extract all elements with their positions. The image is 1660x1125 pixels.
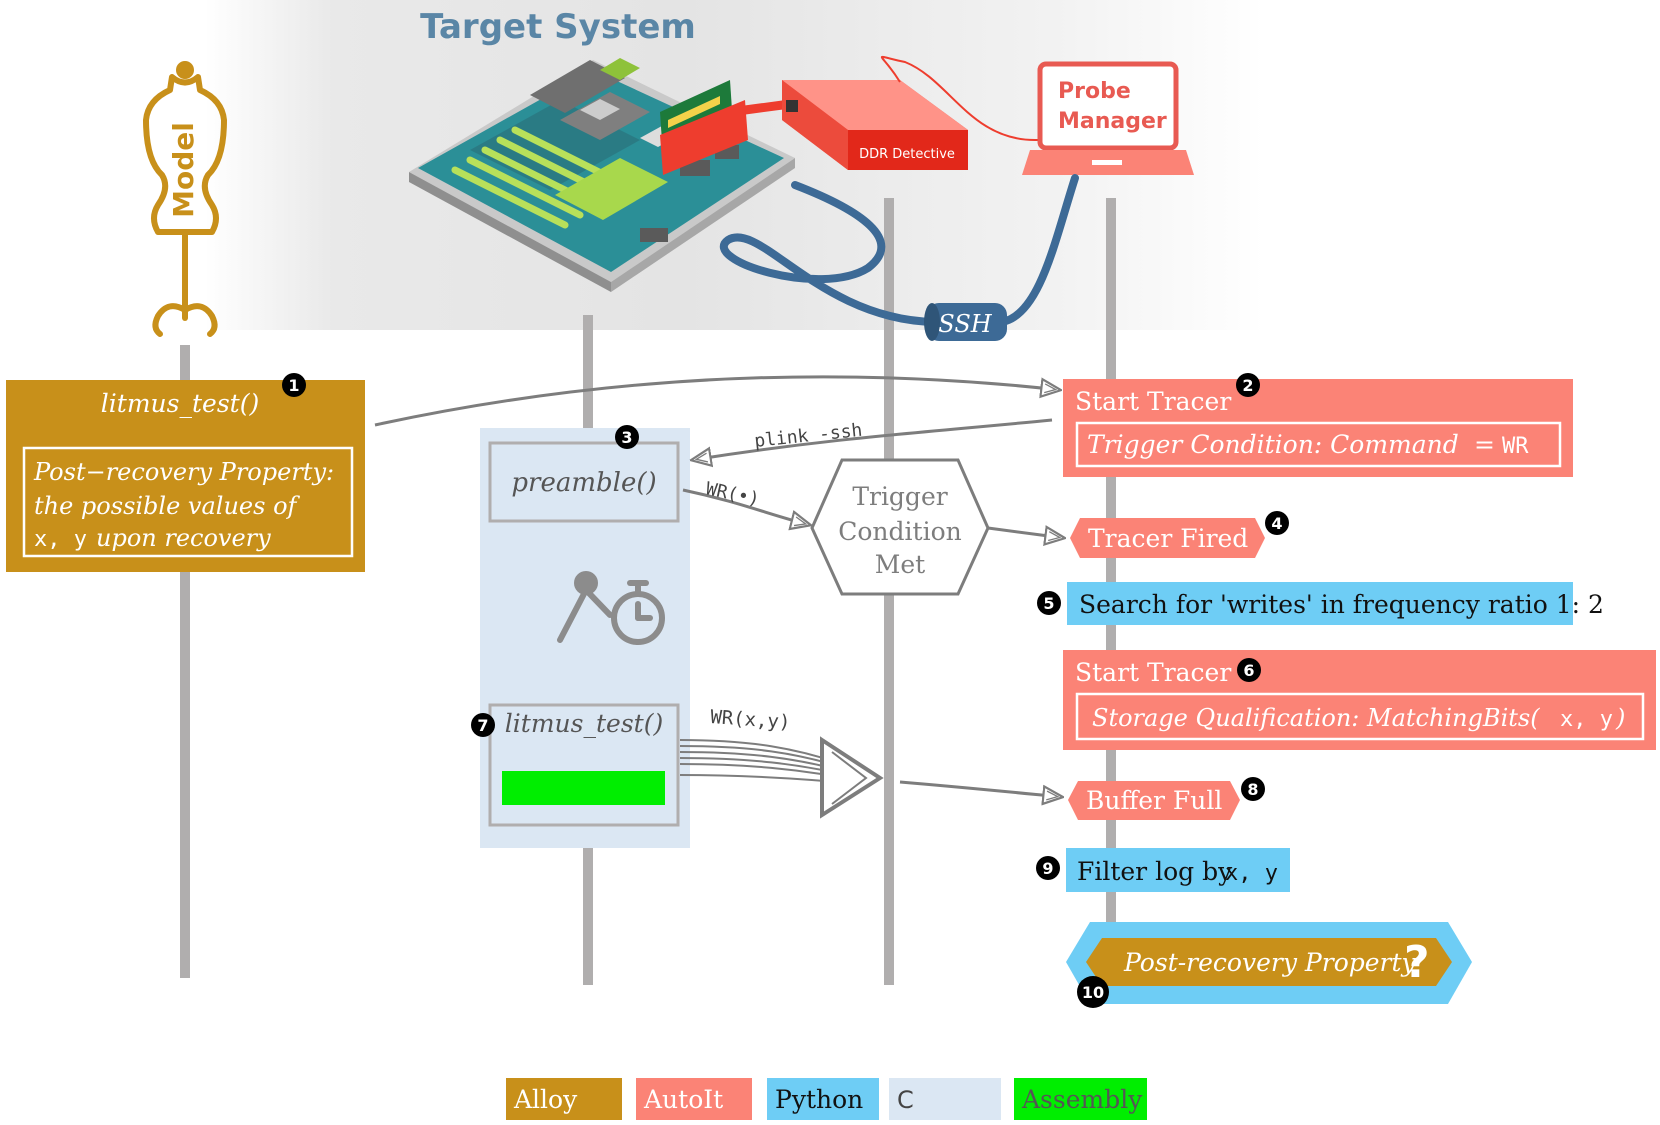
- step-6-label: Start Tracer: [1075, 658, 1231, 687]
- badge-2: 2: [1236, 373, 1260, 397]
- legend-item-c: C: [889, 1078, 1001, 1120]
- svg-text:1: 1: [288, 376, 299, 395]
- arrow-burst-to-buffer: [899, 780, 1062, 797]
- step-1-litmus-model-box: [6, 380, 365, 572]
- step-8-label: Buffer Full: [1086, 786, 1222, 815]
- legend-swatch: [1014, 1078, 1147, 1120]
- step-1-prop-line1: Post−recovery Property:: [33, 458, 334, 486]
- legend-item-python: Python: [767, 1078, 879, 1120]
- svg-text:5: 5: [1043, 594, 1054, 613]
- stopwatch-icon: [557, 571, 665, 645]
- legend-label: C: [897, 1086, 914, 1114]
- ssh-connector: [924, 303, 1007, 341]
- step-1-prop-rest: upon recovery: [96, 524, 271, 552]
- svg-text:6: 6: [1243, 661, 1254, 680]
- language-legend: Alloy AutoIt Python C Assembly: [506, 1078, 1147, 1120]
- badge-10: 10: [1077, 976, 1109, 1008]
- step-6-qual-mono: x, y: [1560, 707, 1613, 732]
- svg-text:8: 8: [1247, 780, 1258, 799]
- badge-8: 8: [1241, 777, 1265, 801]
- step-2-label: Start Tracer: [1075, 387, 1231, 416]
- laptop-icon: [1022, 61, 1194, 175]
- write-burst-arrowhead: [820, 736, 884, 819]
- step-4-label: Tracer Fired: [1088, 524, 1248, 553]
- step-2-start-tracer-box: [1063, 379, 1573, 477]
- legend-label: Python: [775, 1085, 863, 1114]
- page-title: Target System: [420, 7, 696, 47]
- badge-5: 5: [1037, 591, 1061, 615]
- svg-text:7: 7: [477, 716, 488, 735]
- legend-label: AutoIt: [643, 1085, 723, 1114]
- legend-swatch: [506, 1078, 622, 1120]
- arrows: [374, 375, 1064, 797]
- arrow-preamble-to-trigger: [682, 488, 810, 525]
- legend-item-assembly: Assembly: [1014, 1078, 1147, 1120]
- trigger-line1: Trigger: [852, 482, 947, 511]
- badge-1: 1: [282, 373, 306, 397]
- step-6-qual-italic: Storage Qualification: MatchingBits(: [1092, 704, 1540, 732]
- badge-9: 9: [1036, 856, 1060, 880]
- svg-text:9: 9: [1042, 859, 1053, 878]
- probe-cable: [880, 55, 1060, 141]
- arrow-model-to-start-tracer: [374, 375, 1060, 427]
- step-5-label: Search for 'writes' in frequency ratio 1…: [1079, 590, 1604, 619]
- legend-item-alloy: Alloy: [506, 1078, 622, 1120]
- svg-text:2: 2: [1242, 376, 1253, 395]
- ssh-cable: [720, 174, 1079, 326]
- trigger-line2: Condition: [838, 517, 961, 546]
- step-10-question-mark: ?: [1404, 937, 1430, 988]
- step-10-label: Post-recovery Property: [1123, 948, 1417, 977]
- badge-7: 7: [471, 713, 495, 737]
- svg-text:3: 3: [621, 428, 632, 447]
- step-3-func: preamble(): [511, 468, 656, 498]
- trigger-line3: Met: [875, 550, 925, 579]
- arrow-plink-to-preamble: [692, 418, 1053, 460]
- step-6-start-tracer-box: [1063, 650, 1656, 750]
- step-7-write-label: WR(x,y): [710, 706, 791, 734]
- assembly-block: [502, 771, 665, 805]
- svg-text:4: 4: [1271, 514, 1282, 533]
- badge-4: 4: [1265, 511, 1289, 535]
- step-1-prop-line2: the possible values of: [34, 492, 301, 520]
- ddr-detective-label: DDR Detective: [859, 147, 955, 162]
- step-1-prop-vars: x, y: [34, 527, 87, 552]
- step-9-label-vars: x, y: [1225, 861, 1278, 886]
- arrow-trigger-to-fired: [987, 528, 1064, 538]
- probe-manager-label-line1: Probe: [1058, 79, 1131, 104]
- plink-label: plink -ssh: [753, 420, 863, 452]
- step-9-label-pre: Filter log by: [1077, 857, 1233, 886]
- step-10-inner-tag: [1086, 938, 1452, 986]
- step-2-cond-eq: =: [1474, 430, 1495, 459]
- probe-manager-label-line2: Manager: [1058, 109, 1167, 134]
- legend-swatch: [636, 1078, 752, 1120]
- model-label: Model: [167, 122, 200, 218]
- legend-label: Alloy: [513, 1085, 578, 1114]
- step-badges: 1 2 3 4 5 6 7 8 9 10: [282, 373, 1289, 1008]
- step-2-cond-italic: Trigger Condition: Command: [1087, 430, 1459, 459]
- legend-label: Assembly: [1021, 1085, 1143, 1114]
- step-1-func: litmus_test(): [101, 389, 259, 418]
- badge-3: 3: [615, 425, 639, 449]
- step-3-write-label: WR(•): [704, 478, 761, 510]
- ddr-detective-device: [782, 80, 968, 170]
- step-9-filter-box: [1066, 848, 1290, 892]
- step-4-tracer-fired-tag: [1070, 518, 1265, 558]
- legend-swatch: [767, 1078, 879, 1120]
- step-7-func: litmus_test(): [505, 709, 663, 738]
- step-5-search-box: [1067, 582, 1573, 625]
- step-2-cond-mono: WR: [1502, 434, 1529, 459]
- dress-form-icon: [143, 61, 227, 337]
- step-8-buffer-full-tag: [1068, 781, 1240, 820]
- step-3-preamble-box: [488, 441, 680, 523]
- ssh-label: SSH: [938, 310, 992, 338]
- svg-text:10: 10: [1082, 983, 1104, 1002]
- legend-swatch: [889, 1078, 1001, 1120]
- legend-item-autoit: AutoIt: [636, 1078, 752, 1120]
- badge-6: 6: [1237, 658, 1261, 682]
- step-6-qual-close: ): [1615, 704, 1625, 732]
